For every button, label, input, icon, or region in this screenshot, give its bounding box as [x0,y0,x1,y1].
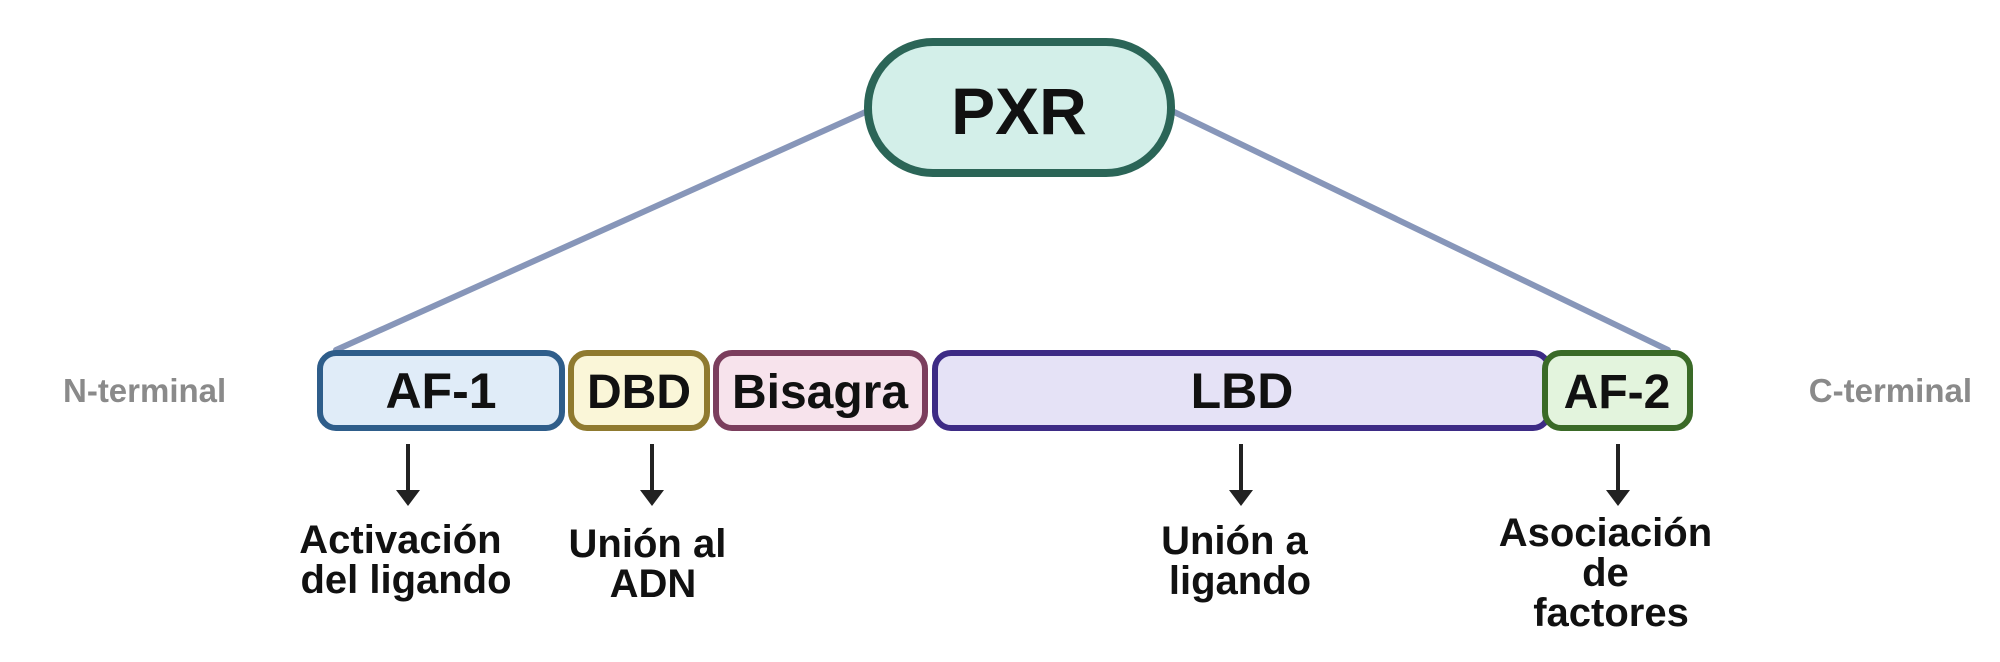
dbd-box [568,350,710,431]
function-af1: Activación del ligando [299,518,512,602]
hinge-box [713,350,928,431]
af1-box [317,350,565,431]
domain-dbd: DBD [568,350,710,431]
arrow-lbd [1229,444,1253,506]
pxr-pill [864,38,1175,177]
function-af2: Asociación de factores [1499,511,1724,635]
domain-hinge: Bisagra [713,350,928,431]
n-terminal-label: N-terminal [63,372,226,409]
domain-af1: AF-1 [317,350,565,431]
af1-label: AF-1 [385,363,496,419]
dbd-label: DBD [587,366,691,419]
connector-line-left [333,107,873,353]
domain-af2: AF-2 [1542,350,1693,431]
function-dbd: Unión al ADN [569,522,738,606]
pxr-label: PXR [951,74,1087,148]
af2-box [1542,350,1693,431]
connector-line-right [1167,107,1671,353]
lbd-label: LBD [1191,363,1294,419]
arrow-dbd [640,444,664,506]
pxr-node: PXR [864,38,1175,177]
arrow-af2 [1606,444,1630,506]
hinge-label: Bisagra [732,366,908,419]
function-lbd: Unión a ligando [1161,519,1319,603]
domain-lbd: LBD [932,350,1552,431]
af2-label: AF-2 [1564,366,1671,419]
arrow-af1 [396,444,420,506]
c-terminal-label: C-terminal [1809,372,1972,409]
